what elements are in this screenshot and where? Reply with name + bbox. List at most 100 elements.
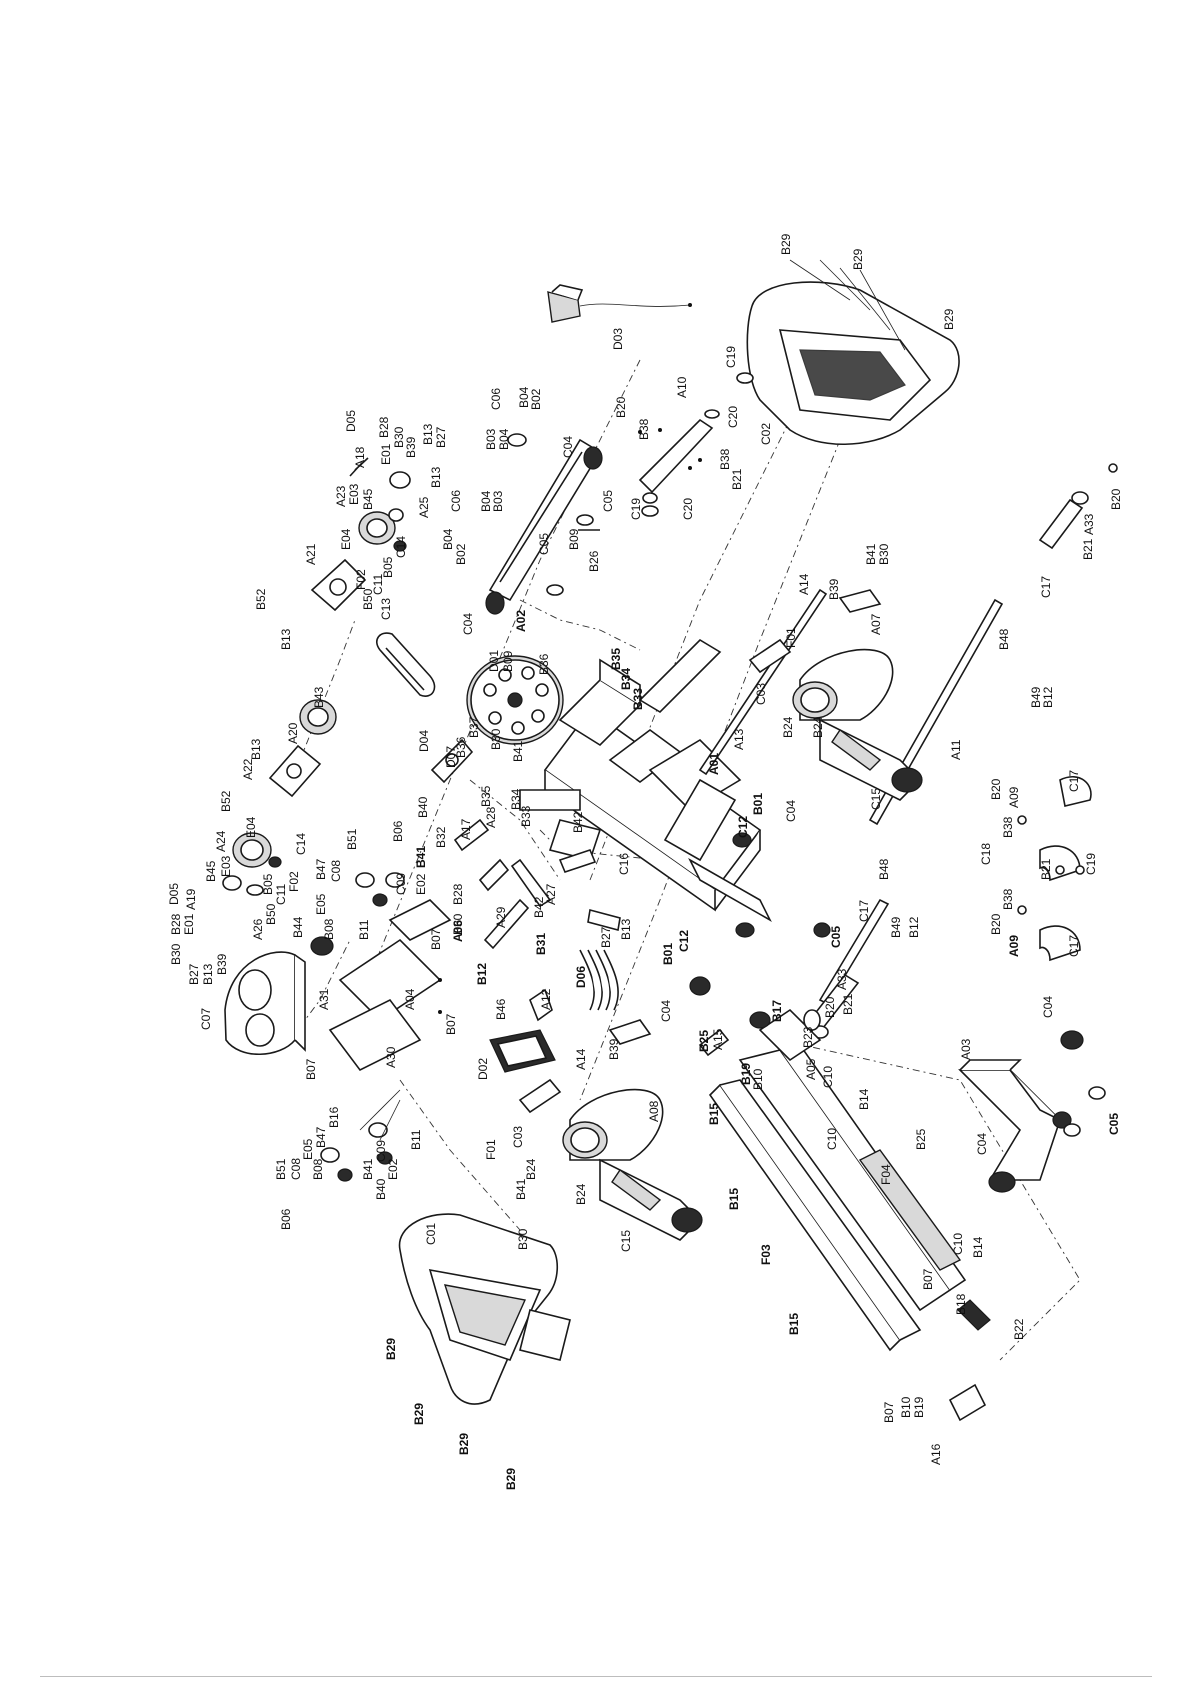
callout: B52: [219, 790, 233, 812]
callout: B30: [489, 728, 503, 750]
callout: B52: [254, 588, 268, 610]
callout: B16: [327, 1106, 341, 1128]
callout: B25: [697, 1030, 711, 1052]
callout: A16: [929, 1443, 943, 1465]
callout: B48: [997, 628, 1011, 650]
sensor-and-brackets: [430, 738, 621, 950]
callout: C03: [511, 1126, 525, 1148]
callout: E01: [182, 913, 196, 935]
callout: B42: [571, 811, 585, 833]
callout: C19: [724, 346, 738, 368]
handle-assemblies: [1017, 775, 1092, 962]
callout: B34: [509, 788, 523, 810]
callout: C10: [821, 1066, 835, 1088]
callout: B06: [279, 1208, 293, 1230]
callout: B35: [479, 785, 493, 807]
callout: C04: [659, 1000, 673, 1022]
callout: C12: [736, 816, 750, 838]
callout: E01: [379, 443, 393, 465]
callout: B23: [801, 1026, 815, 1048]
floor-bumpers: [689, 832, 831, 1029]
callout: B20: [989, 913, 1003, 935]
callout: D07: [444, 746, 458, 768]
callout: A10: [675, 376, 689, 398]
callout: B28: [169, 913, 183, 935]
callout: C09: [394, 873, 408, 895]
callout: D05: [167, 883, 181, 905]
rear-stabilizer: [485, 433, 603, 615]
callout: B17: [770, 1000, 784, 1022]
callout: C20: [681, 498, 695, 520]
callout: B30: [451, 913, 465, 935]
callout: C18: [979, 843, 993, 865]
callout: A29: [494, 906, 508, 928]
callout: B29: [457, 1433, 471, 1455]
callout: B45: [204, 860, 218, 882]
callout: B13: [619, 918, 633, 940]
callout: C12: [677, 930, 691, 952]
callout: B47: [314, 1126, 328, 1148]
callout: B13: [429, 466, 443, 488]
callout: A19: [184, 888, 198, 910]
callout: B21: [1081, 538, 1095, 560]
callout: C06: [449, 490, 463, 512]
callout: B25: [914, 1128, 928, 1150]
callout: A31: [317, 988, 331, 1010]
callout: C04: [461, 613, 475, 635]
callout: A21: [304, 543, 318, 565]
callout: C04: [784, 800, 798, 822]
callout: B21: [1039, 858, 1053, 880]
callout: F02: [354, 569, 368, 590]
callout: E04: [244, 816, 258, 838]
callout: B15: [727, 1188, 741, 1210]
callout: B02: [529, 388, 543, 410]
callout: B09: [567, 528, 581, 550]
callout: B30: [169, 943, 183, 965]
right-rear-shroud: [746, 259, 960, 446]
callout: A33: [835, 968, 849, 990]
callout: B30: [392, 426, 406, 448]
callout: B13: [279, 628, 293, 650]
callout: A09: [1007, 786, 1021, 808]
callout: A13: [732, 728, 746, 750]
callout: B40: [374, 1178, 388, 1200]
callout: B27: [434, 426, 448, 448]
callout: A27: [544, 883, 558, 905]
page-bottom-rule: [40, 1676, 1152, 1677]
upper-pulley-bracket: [310, 457, 411, 612]
callout: B27: [187, 963, 201, 985]
callout: B50: [264, 903, 278, 925]
callout: B08: [311, 1158, 325, 1180]
callout: D01: [487, 650, 501, 672]
left-pedal-arm: [518, 1019, 703, 1241]
callout: C04: [975, 1133, 989, 1155]
callout: A05: [804, 1058, 818, 1080]
callout: E05: [301, 1138, 315, 1160]
callout: B06: [391, 820, 405, 842]
rear-axle-assembly: [638, 372, 754, 517]
callout: B39: [827, 578, 841, 600]
callout: C11: [274, 884, 288, 905]
callout: B36: [537, 653, 551, 675]
callout: B24: [811, 716, 825, 738]
callout: B07: [921, 1268, 935, 1290]
callout: B13: [201, 963, 215, 985]
slide-rail: [698, 1008, 991, 1352]
callout: A03: [959, 1038, 973, 1060]
callout: C11: [371, 574, 385, 595]
callout: B30: [516, 1228, 530, 1250]
callout: A25: [417, 496, 431, 518]
callout: B41: [864, 543, 878, 565]
callout: A23: [334, 485, 348, 507]
callout: C15: [869, 788, 883, 810]
callout: F02: [287, 871, 301, 892]
callout: B11: [409, 1129, 423, 1150]
callout: B24: [781, 716, 795, 738]
callout: C19: [629, 498, 643, 520]
callout: B38: [1001, 816, 1015, 838]
callout: D02: [476, 1058, 490, 1080]
callout: B38: [718, 448, 732, 470]
callout: A02: [514, 610, 528, 632]
callout: C08: [289, 1158, 303, 1180]
callout: C06: [489, 388, 503, 410]
